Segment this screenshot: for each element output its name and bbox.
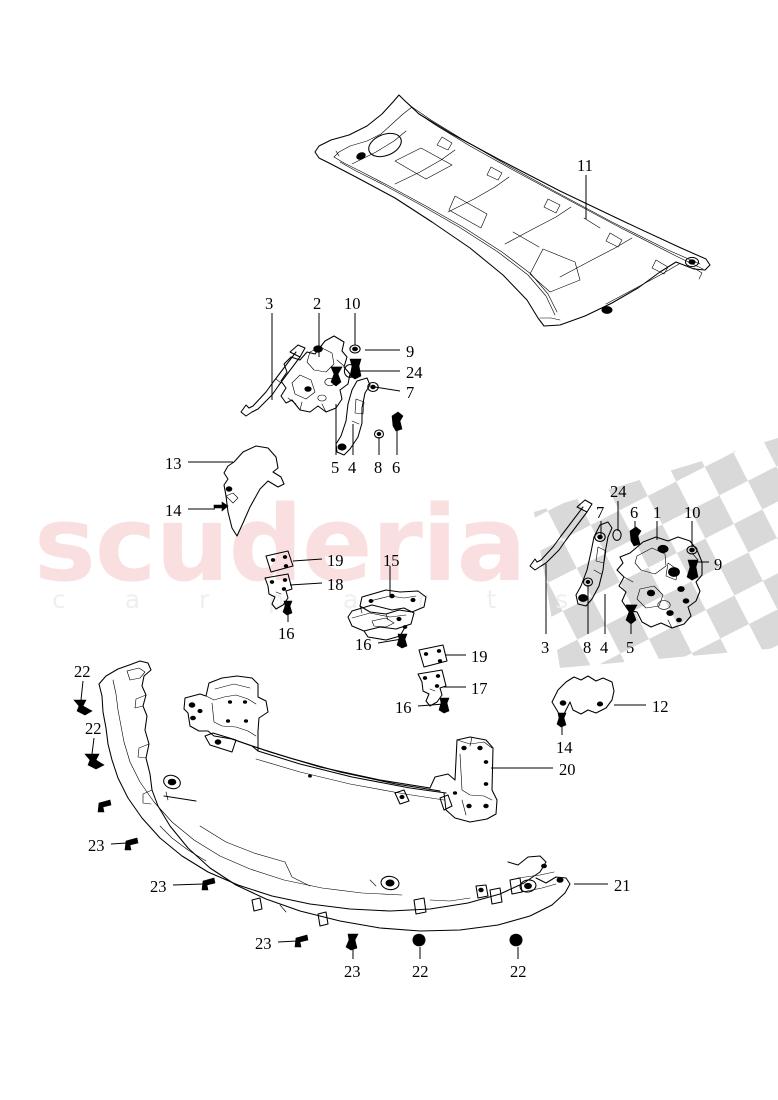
- part-16-clip-c: [438, 697, 450, 714]
- part-21-front-panel: [98, 660, 571, 932]
- callout-4: 4: [600, 638, 609, 657]
- part-4-lift-arm-right: [575, 521, 613, 607]
- callout-22: 22: [85, 719, 102, 738]
- part-7-nut-right: [594, 531, 606, 543]
- callout-7: 7: [596, 503, 605, 522]
- part-19-shim-upper-left: [265, 550, 294, 573]
- part-3-gas-strut-left: [240, 344, 306, 417]
- part-22-clip-d: [509, 933, 523, 947]
- callout-15: 15: [383, 551, 400, 570]
- callout-10: 10: [344, 294, 361, 313]
- callout-23: 23: [88, 836, 105, 855]
- callout-9: 9: [406, 342, 415, 361]
- callout-17: 17: [471, 679, 488, 698]
- callout-23: 23: [344, 962, 361, 981]
- callout-23: 23: [255, 934, 272, 953]
- part-14-clip-right: [556, 712, 567, 728]
- callout-24: 24: [610, 482, 627, 501]
- part-22-clip-b: [84, 753, 105, 770]
- callout-12: 12: [652, 697, 669, 716]
- part-6-clip-right: [629, 526, 642, 547]
- callout-18: 18: [327, 575, 344, 594]
- callout-11: 11: [577, 156, 593, 175]
- callout-24: 24: [406, 363, 423, 382]
- part-4-lift-arm-left: [335, 377, 371, 456]
- callout-19: 19: [471, 647, 488, 666]
- part-3-gas-strut-right: [529, 499, 593, 571]
- callout-19: 19: [327, 551, 344, 570]
- part-20-bumper-beam: [183, 675, 498, 823]
- part-23-bolt-a: [97, 799, 112, 813]
- part-8-nut-left: [373, 429, 385, 439]
- callout-3: 3: [541, 638, 550, 657]
- callout-9: 9: [714, 555, 723, 574]
- part-23-bolt-b: [124, 837, 139, 851]
- part-19-shim-lower: [418, 644, 448, 668]
- part-22-clip-a: [73, 699, 93, 716]
- part-9-bolt-right: [686, 559, 699, 581]
- callout-22: 22: [412, 962, 429, 981]
- callout-22: 22: [74, 662, 91, 681]
- part-18-bracket-left: [264, 573, 293, 610]
- part-8-nut-right: [582, 577, 594, 587]
- callout-13: 13: [165, 454, 182, 473]
- callout-16: 16: [355, 635, 372, 654]
- part-23-bolt-e: [345, 933, 359, 951]
- callout-10: 10: [684, 503, 701, 522]
- part-24-washer-right: [612, 529, 622, 541]
- callout-20: 20: [559, 760, 576, 779]
- callout-21: 21: [614, 876, 631, 895]
- callout-4: 4: [348, 458, 357, 477]
- callout-3: 3: [265, 294, 274, 313]
- part-10-bushing-left: [349, 344, 361, 354]
- callout-14: 14: [556, 738, 573, 757]
- part-12-hinge-cover-right: [551, 675, 615, 719]
- part-23-bolt-d: [294, 934, 309, 948]
- callout-14: 14: [165, 501, 182, 520]
- part-15-latch: [347, 589, 427, 641]
- callout-8: 8: [374, 458, 383, 477]
- part-16-clip-b: [396, 633, 408, 649]
- part-13-hinge-cover-left: [223, 445, 285, 537]
- callout-5: 5: [626, 638, 635, 657]
- callout-5: 5: [331, 458, 340, 477]
- part-11-cowl-panel: [314, 94, 711, 327]
- callout-6: 6: [630, 503, 639, 522]
- part-5-clip-left: [330, 366, 343, 387]
- callout-16: 16: [278, 624, 295, 643]
- part-23-bolt-c: [201, 877, 216, 891]
- callout-6: 6: [392, 458, 401, 477]
- part-6-clip-left: [391, 411, 404, 432]
- part-1-hinge-right: [616, 536, 703, 629]
- callout-16: 16: [395, 698, 412, 717]
- part-5-clip-right: [625, 604, 638, 625]
- callout-1: 1: [653, 503, 662, 522]
- callout-7: 7: [406, 383, 415, 402]
- callout-23: 23: [150, 877, 167, 896]
- part-16-clip-a: [282, 600, 293, 616]
- callout-8: 8: [583, 638, 592, 657]
- part-14-clip-left: [213, 501, 229, 512]
- part-22-clip-c: [412, 933, 426, 947]
- callout-22: 22: [510, 962, 527, 981]
- callout-2: 2: [313, 294, 322, 313]
- part-2-hinge-left: [280, 335, 351, 413]
